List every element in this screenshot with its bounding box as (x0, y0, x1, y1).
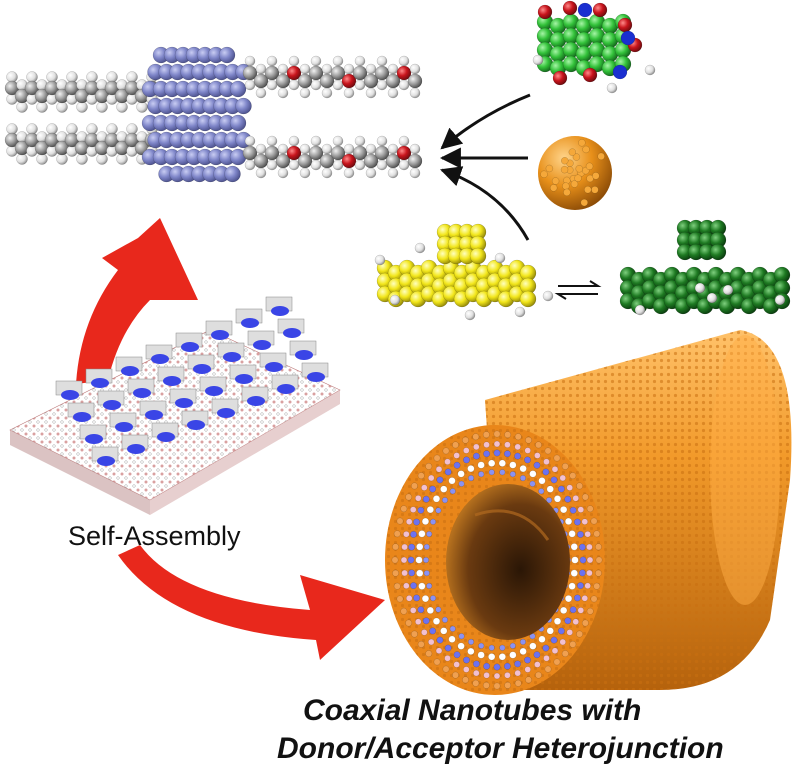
self-assembly-arrow-lower (118, 545, 385, 660)
c60-fullerene (538, 136, 612, 210)
photochromic-closed-form (620, 220, 790, 315)
equilibrium-arrows-icon (558, 281, 598, 299)
incorporation-arrows (442, 95, 530, 240)
arrow-from-tnf (442, 95, 530, 148)
hbc-amphiphile-molecule (5, 47, 422, 182)
caption-title-line-2: Donor/Acceptor Heterojunction (277, 732, 724, 766)
coaxial-nanotube (385, 330, 791, 695)
caption-title-line-1: Coaxial Nanotubes with (303, 694, 641, 728)
stacked-bilayer-sheet (10, 297, 340, 515)
tnf-acceptor-molecule (533, 1, 655, 93)
self-assembly-label: Self-Assembly (68, 521, 241, 552)
